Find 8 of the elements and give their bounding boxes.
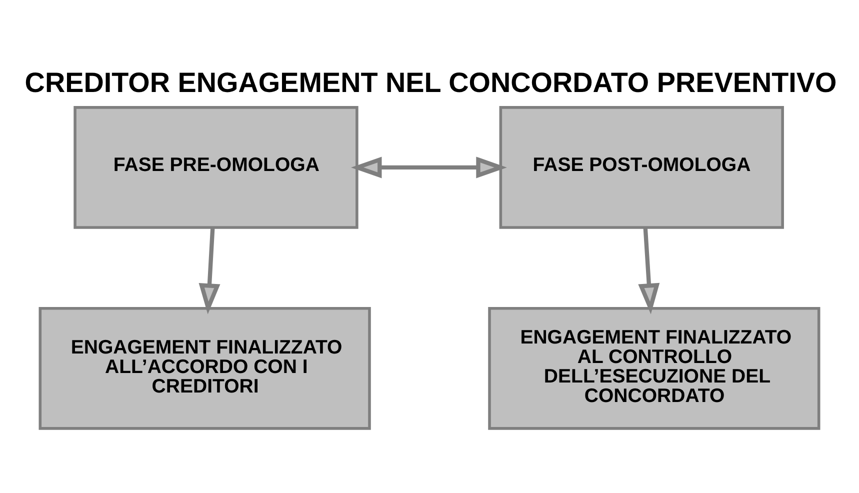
node-box: FASE PRE-OMOLOGA (74, 106, 358, 228)
node-box: ENGAGEMENT FINALIZZATO AL CONTROLLO DELL’ESECUZIONE DEL CONCORDATO (488, 306, 820, 430)
diagram-title: CREDITOR ENGAGEMENT NEL CONCORDATO PREVENTIVO (24, 66, 837, 98)
arrow (350, 156, 507, 178)
arrow (638, 227, 660, 314)
arrow (198, 227, 220, 314)
node-box: ENGAGEMENT FINALIZZATO ALL’ACCORDO CON I CREDITORI (38, 306, 371, 430)
node-box: FASE POST-OMOLOGA (499, 106, 784, 228)
